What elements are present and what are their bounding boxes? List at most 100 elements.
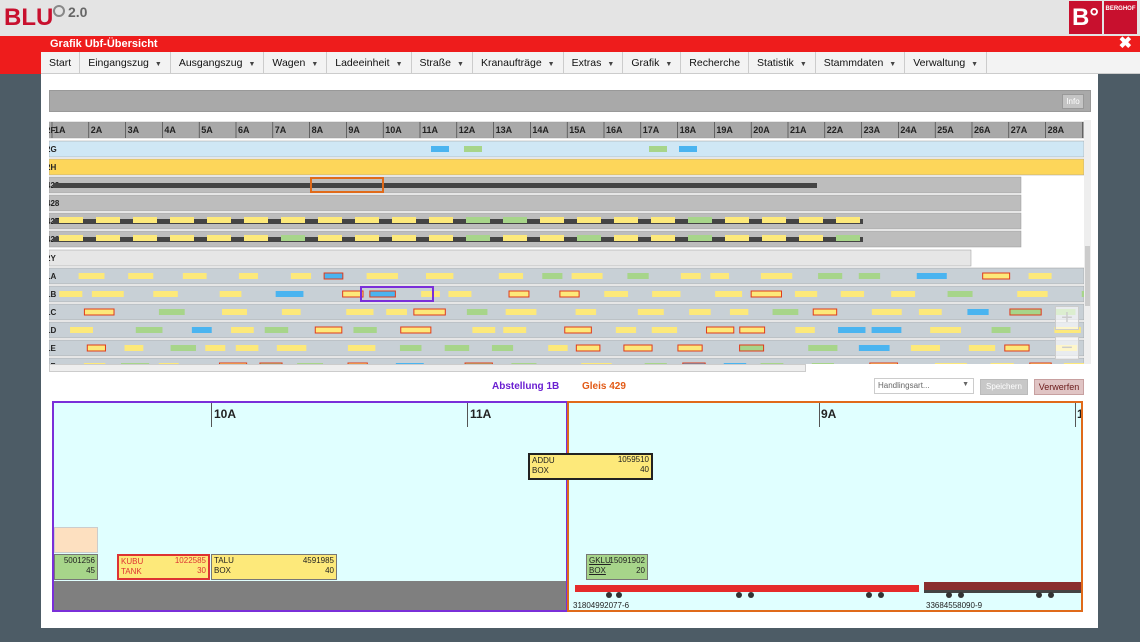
container-block[interactable]	[128, 273, 154, 279]
container-block[interactable]	[83, 308, 115, 316]
container-block[interactable]	[934, 363, 967, 364]
container-block[interactable]	[281, 309, 301, 315]
container-block[interactable]	[725, 217, 749, 223]
track-row[interactable]	[49, 194, 1022, 212]
container-block[interactable]	[491, 345, 514, 351]
container-block[interactable]	[808, 345, 838, 351]
menu-item[interactable]: Ladeeinheit▼	[327, 52, 412, 74]
train-bar[interactable]	[53, 237, 863, 242]
container-block[interactable]	[323, 272, 344, 280]
container-block[interactable]	[739, 344, 765, 352]
train-bar[interactable]	[53, 219, 863, 224]
container-block[interactable]	[614, 217, 638, 223]
container-block[interactable]	[604, 291, 629, 297]
container-block[interactable]	[281, 235, 305, 241]
menu-item[interactable]: Grafik▼	[623, 52, 682, 74]
container-block[interactable]	[120, 363, 150, 364]
container-block[interactable]	[318, 235, 342, 241]
container-block[interactable]	[135, 327, 163, 333]
container-block[interactable]	[947, 291, 973, 297]
container-block[interactable]	[505, 309, 537, 315]
menu-item[interactable]: Kranaufträge▼	[473, 52, 564, 74]
container-block[interactable]	[1081, 291, 1084, 297]
container-block[interactable]	[276, 345, 307, 351]
container-block[interactable]	[392, 235, 416, 241]
container-block[interactable]	[346, 309, 374, 315]
container-block[interactable]	[386, 309, 408, 315]
container-block[interactable]	[297, 363, 324, 364]
container-block[interactable]	[689, 309, 711, 315]
container-block[interactable]	[1009, 308, 1042, 316]
container-block[interactable]	[472, 327, 496, 333]
container-block[interactable]	[207, 235, 231, 241]
container-block[interactable]	[96, 235, 120, 241]
container-block[interactable]	[723, 363, 747, 364]
container-block[interactable]	[652, 291, 681, 297]
container-block[interactable]	[59, 291, 83, 297]
container-block[interactable]	[444, 345, 470, 351]
container-block[interactable]	[91, 291, 124, 297]
menu-item[interactable]: Straße▼	[412, 52, 473, 74]
container-block[interactable]	[466, 309, 488, 315]
zoom-in-icon[interactable]: +	[1055, 306, 1079, 330]
container-block[interactable]	[649, 146, 667, 152]
container-block[interactable]	[575, 344, 601, 352]
container-block[interactable]	[429, 217, 453, 223]
container-block[interactable]	[133, 235, 157, 241]
container-block[interactable]	[799, 217, 823, 223]
container-block[interactable]	[290, 273, 312, 279]
container-block[interactable]	[124, 345, 144, 351]
container-block[interactable]	[83, 363, 106, 364]
container-block[interactable]	[916, 273, 947, 279]
container-block[interactable]	[170, 235, 194, 241]
container-block[interactable]	[680, 273, 701, 279]
container-block[interactable]	[750, 290, 782, 298]
info-button[interactable]: Info	[1062, 94, 1084, 109]
container-block[interactable]	[542, 273, 563, 279]
container-block[interactable]	[133, 217, 157, 223]
container-block[interactable]	[930, 327, 961, 333]
container-block[interactable]	[688, 217, 712, 223]
container-block[interactable]	[869, 362, 898, 364]
handling-select[interactable]: Handlingsart...▼	[874, 378, 974, 394]
container-block[interactable]	[836, 235, 860, 241]
container-block[interactable]	[795, 327, 815, 333]
container-block[interactable]	[739, 326, 766, 334]
container-block[interactable]	[836, 217, 860, 223]
container-block[interactable]	[540, 217, 564, 223]
container-block[interactable]	[191, 327, 212, 333]
container-block[interactable]	[967, 309, 989, 315]
container-block[interactable]	[96, 217, 120, 223]
container-block[interactable]	[575, 309, 597, 315]
container-block[interactable]	[503, 327, 527, 333]
container-block[interactable]	[153, 291, 178, 297]
container-block[interactable]	[464, 146, 482, 152]
container-block[interactable]	[425, 273, 454, 279]
menu-item[interactable]: Verwaltung▼	[905, 52, 988, 74]
container-block[interactable]	[548, 345, 568, 351]
track-row[interactable]	[49, 303, 1084, 321]
container-block[interactable]	[615, 327, 637, 333]
container-block[interactable]	[729, 309, 749, 315]
container-block[interactable]	[682, 362, 706, 364]
container-block[interactable]	[205, 345, 226, 351]
container-block[interactable]	[70, 327, 93, 333]
container-block[interactable]	[281, 217, 305, 223]
container-block[interactable]	[637, 309, 664, 315]
container-block[interactable]	[318, 217, 342, 223]
container-block[interactable]	[1004, 344, 1030, 352]
container-block[interactable]	[1054, 327, 1081, 333]
container-block[interactable]	[559, 290, 580, 298]
container-block[interactable]	[182, 273, 207, 279]
container-block[interactable]	[235, 345, 259, 351]
container-block[interactable]	[627, 273, 649, 279]
zoom-out-icon[interactable]: −	[1055, 336, 1079, 360]
container-block[interactable]	[651, 217, 675, 223]
container-block[interactable]	[466, 217, 490, 223]
container-block[interactable]	[838, 327, 866, 333]
container-block[interactable]	[395, 363, 424, 364]
vertical-scrollbar[interactable]	[1084, 120, 1091, 364]
